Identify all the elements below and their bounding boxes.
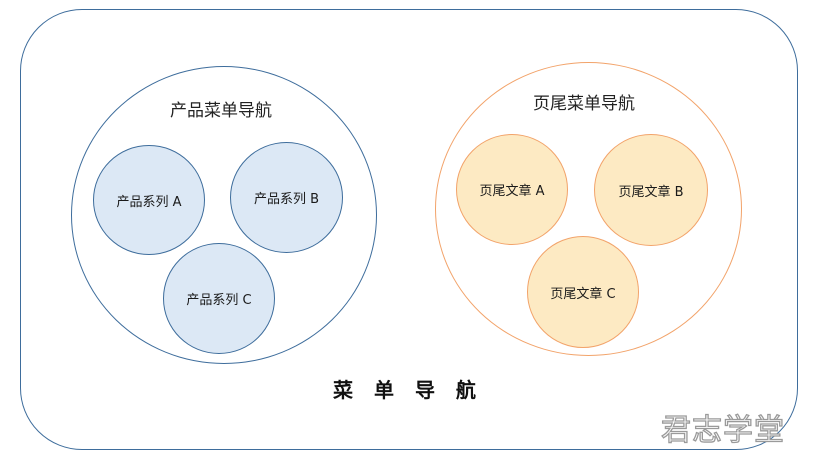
footer-article-b-node: 页尾文章 B <box>594 134 708 246</box>
product-menu-group-title: 产品菜单导航 <box>170 101 272 121</box>
product-series-c-node: 产品系列 C <box>163 243 275 354</box>
product-series-b-node: 产品系列 B <box>230 142 343 253</box>
watermark-text: 君志学堂 <box>660 412 785 448</box>
menu-navigation-label: 菜 单 导 航 <box>333 378 483 402</box>
footer-article-a-node: 页尾文章 A <box>456 134 568 245</box>
footer-menu-group-title: 页尾菜单导航 <box>533 94 635 114</box>
product-series-a-node: 产品系列 A <box>93 145 205 255</box>
footer-article-c-node: 页尾文章 C <box>527 236 639 348</box>
